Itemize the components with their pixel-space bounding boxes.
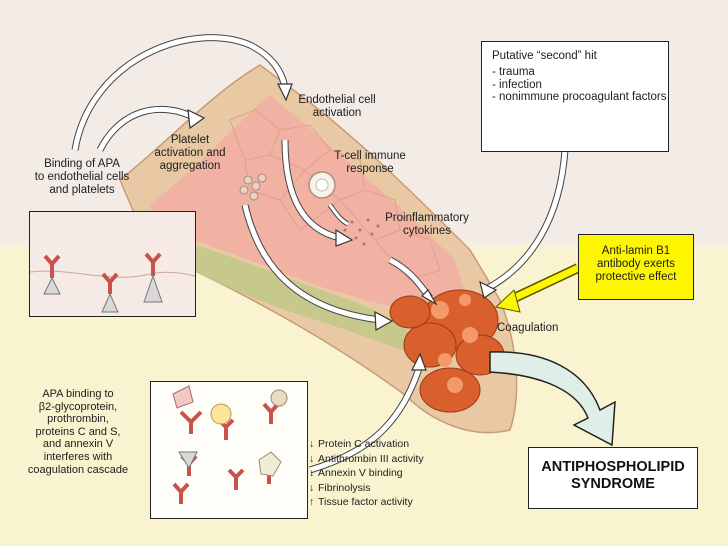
t-cell-response-label: T-cell immune response <box>334 150 406 175</box>
anti-lamin-line: protective effect <box>595 271 677 283</box>
down-arrow-icon: ↓ <box>309 467 315 480</box>
beta2-glycoprotein <box>172 385 194 409</box>
anti-lamin-line: antibody exerts <box>597 258 675 270</box>
binding-apa-label: Binding of APA to endothelial cells and … <box>34 158 130 196</box>
antibody-platelet-pair-1 <box>43 254 61 295</box>
protein-c <box>270 389 288 407</box>
coagulation-label: Coagulation <box>497 322 559 334</box>
second-hit-box: Putative “second” hit trauma infection n… <box>481 41 669 152</box>
anti-lamin-line: Anti-lamin B1 <box>601 245 671 257</box>
down-arrow-icon: ↓ <box>309 438 315 450</box>
effect-item: ↑Tissue factor activity <box>309 496 413 509</box>
apa-molecule-inset <box>150 381 308 519</box>
second-hit-item: trauma <box>492 66 667 79</box>
endothelial-binding-inset <box>29 211 196 317</box>
second-hit-list: trauma infection nonimmune procoagulant … <box>492 66 667 104</box>
second-hit-item: infection <box>492 79 667 92</box>
arrow-secondhit-to-clot <box>486 149 569 292</box>
syndrome-line: SYNDROME <box>571 476 655 492</box>
second-hit-title: Putative “second” hit <box>492 50 597 62</box>
effect-item: ↓Protein C activation <box>309 438 410 450</box>
prothrombin <box>210 403 232 425</box>
cytokine-cluster <box>343 218 380 246</box>
antibody-platelet-pair-2 <box>101 272 119 313</box>
proinflammatory-cytokines-label: Proinflammatory cytokines <box>385 212 469 237</box>
up-arrow-icon: ↑ <box>309 496 315 509</box>
platelet-cluster <box>239 173 267 201</box>
vessel-inner-layer <box>150 95 470 313</box>
syndrome-label: ANTIPHOSPHOLIPID SYNDROME <box>529 459 697 493</box>
apa-binding-label: APA binding to β2-glycoprotein, prothrom… <box>27 388 129 476</box>
antiphospholipid-syndrome-box: ANTIPHOSPHOLIPID SYNDROME <box>528 447 698 509</box>
effect-item: ↓Annexin V binding <box>309 467 403 480</box>
coagulation-effects-list: ↓Protein C activation ↓Antithrombin III … <box>309 437 424 510</box>
antibody-platelet-pair-3 <box>143 252 163 303</box>
endothelial-activation-label: Endothelial cell activation <box>298 94 376 119</box>
anti-lamin-text: Anti-lamin B1 antibody exerts protective… <box>579 245 693 284</box>
arrow-lamin-to-clot <box>494 263 581 313</box>
effect-item: ↓Antithrombin III activity <box>309 452 424 465</box>
down-arrow-icon: ↓ <box>309 481 315 494</box>
anti-lamin-box: Anti-lamin B1 antibody exerts protective… <box>578 234 694 300</box>
vessel-cell-network <box>229 109 441 281</box>
effect-item: ↓Fibrinolysis <box>309 481 371 494</box>
platelet-activation-label: Platelet activation and aggregation <box>154 134 226 172</box>
protein-s <box>178 451 198 470</box>
vessel-green-layer <box>160 235 430 360</box>
annexin-v <box>258 451 282 477</box>
second-hit-item: nonimmune procoagulant factors <box>492 91 667 104</box>
down-arrow-icon: ↓ <box>309 452 315 465</box>
arrow-clot-to-syndrome <box>489 351 616 447</box>
syndrome-line: ANTIPHOSPHOLIPID <box>541 459 685 475</box>
